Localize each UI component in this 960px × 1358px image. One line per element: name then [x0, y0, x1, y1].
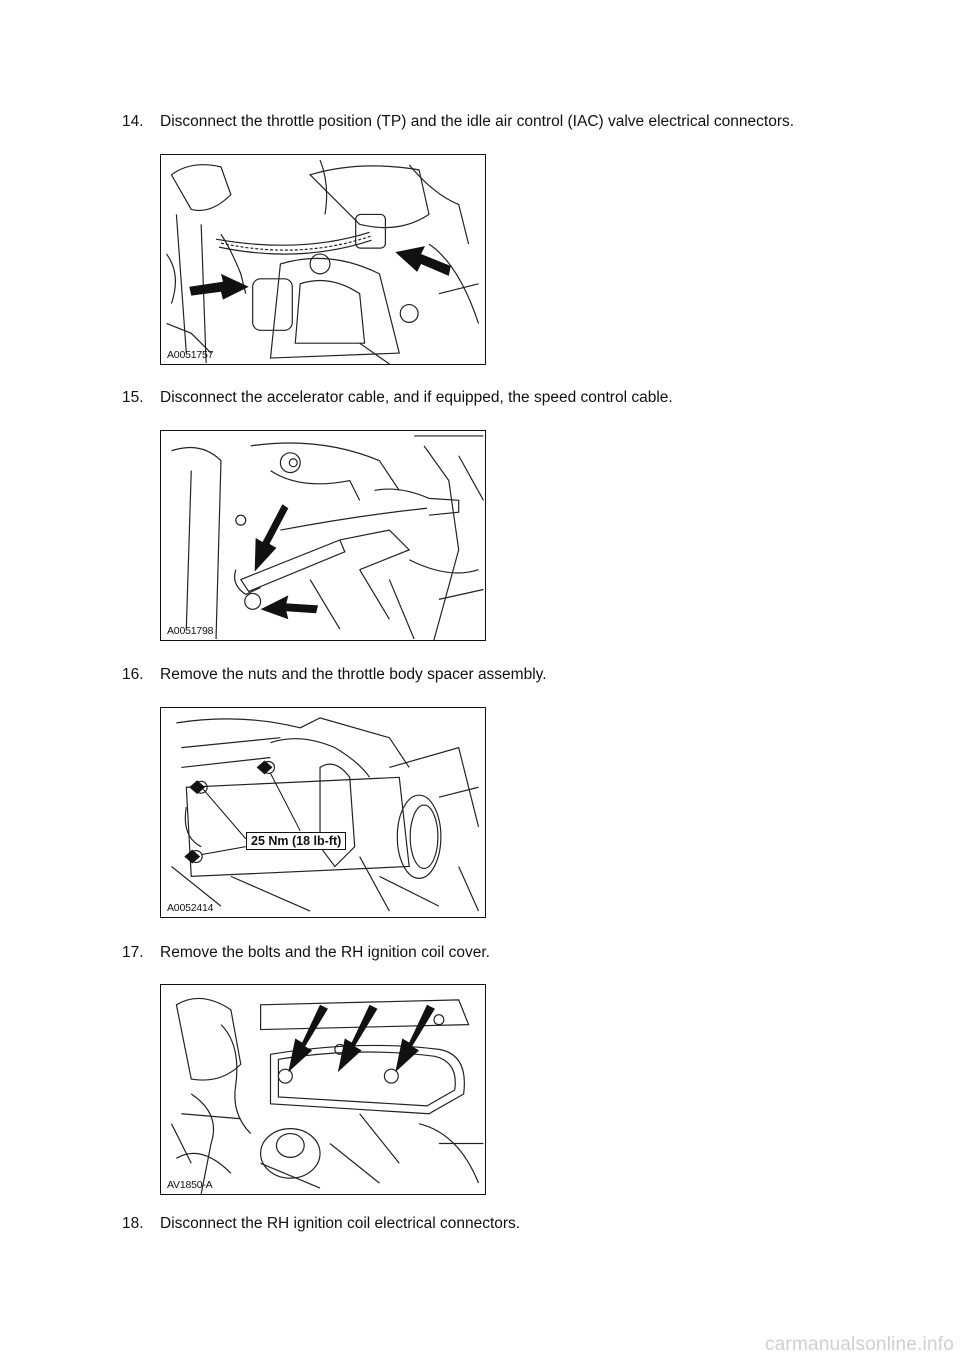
figure-throttle-body-spacer: 25 Nm (18 lb-ft) A0052414: [160, 707, 486, 918]
engine-illustration: [170, 997, 484, 1194]
step-number: 18.: [122, 1215, 144, 1232]
figure-accelerator-cable: A0051798: [160, 430, 486, 641]
figure-code: A0051757: [167, 349, 214, 361]
step-number: 17.: [122, 944, 144, 961]
figure-ignition-coil-cover: AV1850-A: [160, 984, 486, 1195]
step-number: 14.: [122, 113, 144, 130]
step-text: Disconnect the throttle position (TP) an…: [160, 113, 795, 130]
step-15: 15. Disconnect the accelerator cable, and…: [122, 389, 673, 407]
engine-illustration: [171, 435, 484, 640]
figure-code: A0051798: [167, 625, 214, 637]
step-16: 16. Remove the nuts and the throttle body…: [122, 666, 547, 684]
step-text: Disconnect the accelerator cable, and if…: [160, 389, 673, 406]
figure-code: AV1850-A: [167, 1179, 213, 1191]
step-number: 16.: [122, 666, 144, 683]
figure-tp-iac-connectors: A0051757: [160, 154, 486, 365]
torque-callout: 25 Nm (18 lb-ft): [246, 832, 347, 850]
step-18: 18. Disconnect the RH ignition coil elect…: [122, 1215, 520, 1233]
step-text: Remove the nuts and the throttle body sp…: [160, 666, 547, 683]
step-text: Disconnect the RH ignition coil electric…: [160, 1215, 521, 1232]
engine-illustration: [166, 159, 480, 364]
step-17: 17. Remove the bolts and the RH ignition …: [122, 944, 490, 962]
site-watermark: carmanualsonline.info: [764, 1334, 954, 1355]
step-number: 15.: [122, 389, 144, 406]
engine-illustration: [171, 717, 480, 912]
figure-code: A0052414: [167, 902, 214, 914]
step-14: 14. Disconnect the throttle position (TP)…: [122, 113, 794, 131]
step-text: Remove the bolts and the RH ignition coi…: [160, 944, 490, 961]
